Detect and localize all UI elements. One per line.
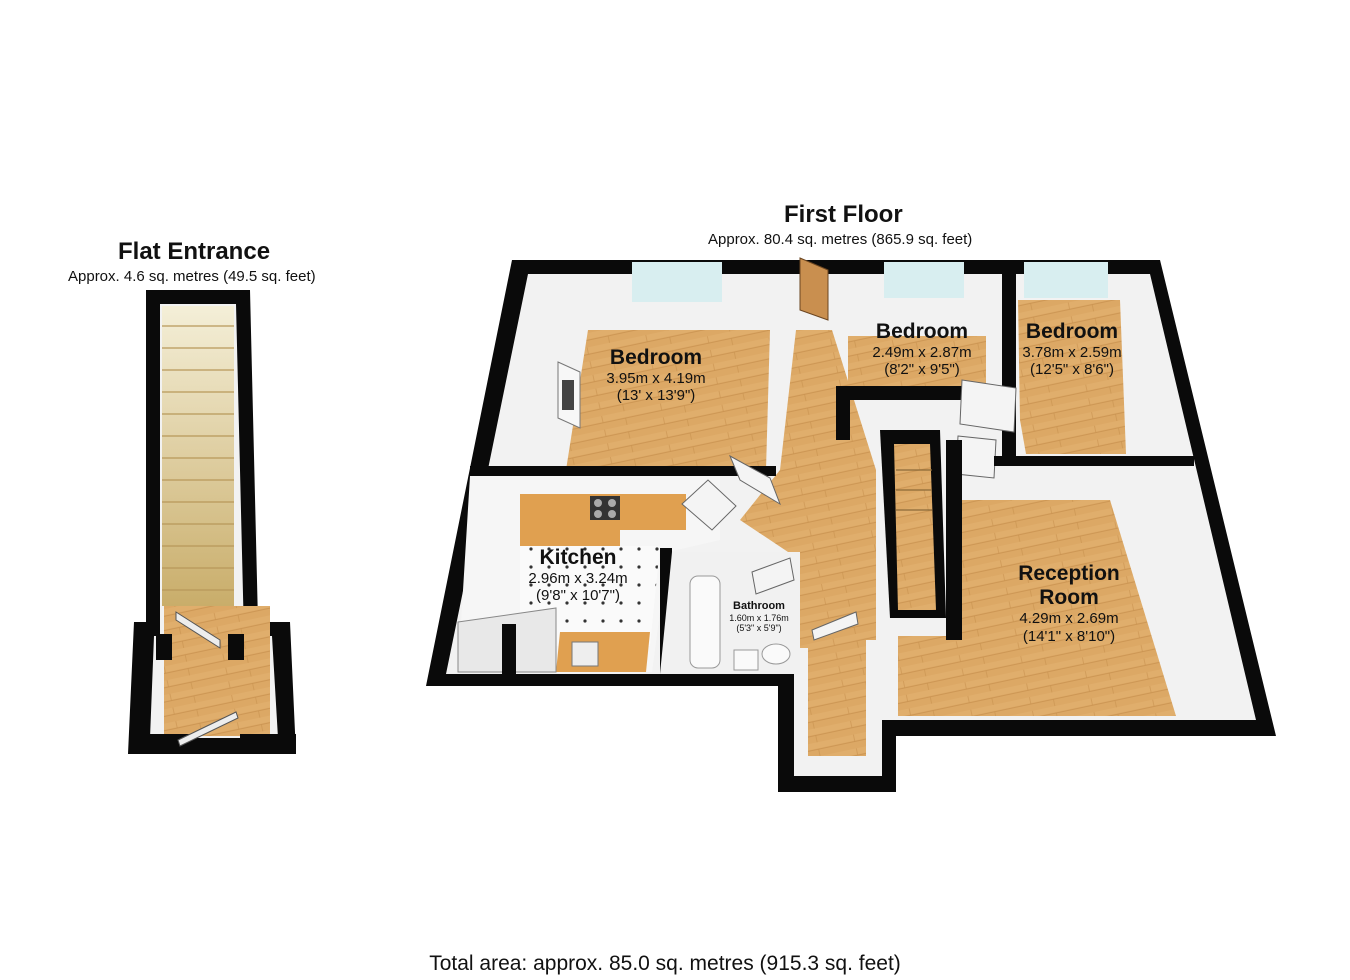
room-name: Bathroom: [733, 600, 785, 612]
room-label-bedroom-3: Bedroom 3.78m x 2.59m (12'5" x 8'6"): [1006, 320, 1138, 379]
room-dimensions-metric: 2.96m x 3.24m: [528, 570, 628, 588]
room-dimensions-imperial: (9'8" x 10'7"): [536, 587, 620, 605]
room-name: Kitchen: [539, 546, 617, 569]
room-label-bathroom: Bathroom 1.60m x 1.76m (5'3" x 5'9"): [724, 600, 794, 633]
room-dimensions-metric: 4.29m x 2.69m: [1019, 610, 1119, 628]
first-floor-area: Approx. 80.4 sq. metres (865.9 sq. feet): [708, 231, 973, 248]
total-area: Total area: approx. 85.0 sq. metres (915…: [429, 952, 901, 975]
room-dimensions-metric: 3.78m x 2.59m: [1022, 344, 1122, 362]
room-label-reception-room: Reception Room 4.29m x 2.69m (14'1" x 8'…: [994, 562, 1144, 645]
room-dimensions-imperial: (12'5" x 8'6"): [1030, 361, 1114, 379]
room-dimensions-imperial: (5'3" x 5'9"): [736, 622, 782, 633]
room-name: Bedroom: [875, 320, 969, 343]
first-floor-title: First Floor: [784, 201, 903, 228]
room-name: Bedroom: [1025, 320, 1119, 343]
room-dimensions-imperial: (13' x 13'9"): [616, 387, 696, 405]
first-floor-plan: [426, 257, 1276, 792]
flat-entrance-plan: [128, 290, 296, 754]
flat-entrance-title: Flat Entrance: [118, 238, 271, 265]
floor-plan-drawing: [128, 257, 1276, 792]
room-dimensions-imperial: (14'1" x 8'10"): [1022, 627, 1116, 645]
room-dimensions-metric: 1.60m x 1.76m: [729, 612, 789, 623]
room-label-bedroom-2: Bedroom 2.49m x 2.87m (8'2" x 9'5"): [856, 320, 988, 379]
room-name: Bedroom: [609, 346, 703, 369]
room-dimensions-metric: 3.95m x 4.19m: [606, 370, 706, 388]
room-name-line-2: Room: [1039, 586, 1099, 610]
room-label-kitchen: Kitchen 2.96m x 3.24m (9'8" x 10'7"): [510, 546, 646, 605]
room-dimensions-metric: 2.49m x 2.87m: [872, 344, 972, 362]
room-name-line-1: Reception: [1018, 562, 1120, 585]
room-dimensions-imperial: (8'2" x 9'5"): [884, 361, 960, 379]
flat-entrance-area: Approx. 4.6 sq. metres (49.5 sq. feet): [68, 268, 316, 285]
room-label-bedroom-1: Bedroom 3.95m x 4.19m (13' x 13'9"): [588, 346, 724, 405]
